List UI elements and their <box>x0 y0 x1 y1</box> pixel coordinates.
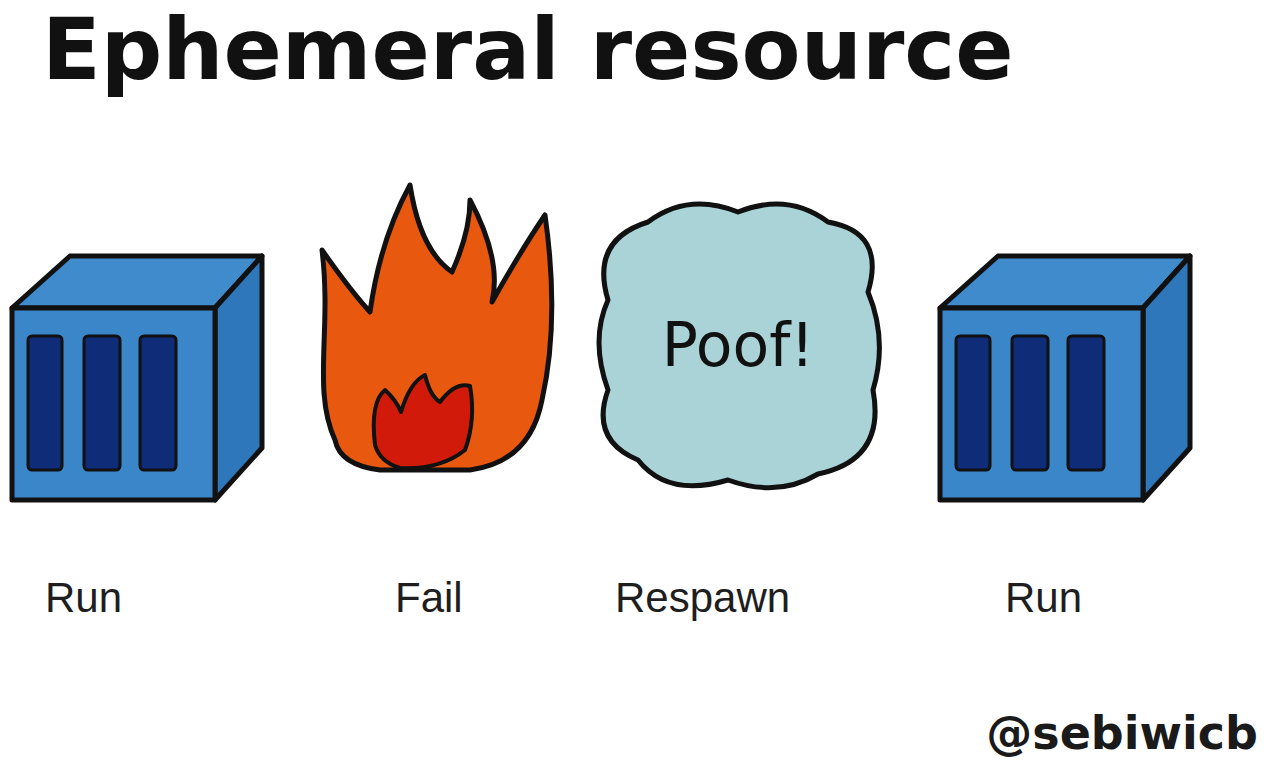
diagram-title: Ephemeral resource <box>42 6 1014 92</box>
container-icon <box>940 256 1190 500</box>
step-label: Run <box>1005 575 1082 621</box>
cloud-text: Poof! <box>662 310 815 380</box>
step-label: Respawn <box>615 575 790 621</box>
fire-icon <box>322 185 552 470</box>
cloud-path <box>599 204 879 488</box>
container-icon <box>12 256 262 500</box>
cloud-shape: Poof! <box>588 190 888 500</box>
step-label: Run <box>45 575 122 621</box>
step-label: Fail <box>395 575 463 621</box>
author-credit: @sebiwicb <box>986 708 1258 759</box>
